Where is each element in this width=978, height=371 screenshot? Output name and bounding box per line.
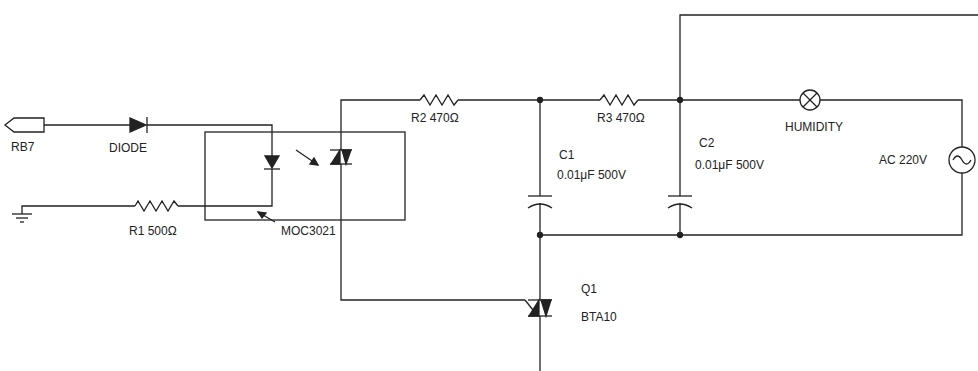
port-label: RB7: [10, 140, 35, 154]
wire: [341, 164, 525, 300]
ground-symbol: [16, 217, 28, 218]
part-label: R1 500Ω: [128, 224, 178, 238]
part-label: AC 220V: [878, 153, 928, 167]
leader-arrow: [258, 212, 275, 222]
capacitor-symbol: [668, 195, 692, 196]
ac-source-symbol: [949, 147, 975, 173]
triac-symbol: [331, 150, 340, 164]
resistor-symbol: [420, 95, 458, 105]
part-label: R3 470Ω: [596, 111, 646, 125]
lamp-symbol: [803, 93, 817, 107]
junction-dot: [678, 233, 683, 238]
part-label: BTA10: [580, 310, 618, 324]
led-symbol: [265, 156, 279, 168]
wire: [458, 99, 600, 100]
value-label: 0.01μF 500V: [694, 158, 765, 172]
wire: [44, 124, 130, 125]
wire: [540, 173, 962, 235]
light-arrow: [310, 158, 318, 165]
resistor-symbol: [600, 95, 638, 105]
wire: [680, 15, 978, 100]
wire: [638, 99, 800, 100]
part-label: R2 470Ω: [410, 111, 460, 125]
triac-symbol: [541, 300, 551, 316]
wire: [539, 235, 540, 300]
wire: [679, 203, 680, 235]
ground-symbol: [20, 221, 24, 222]
wire: [341, 100, 420, 150]
wire: [178, 169, 272, 206]
ground-symbol: [12, 213, 32, 214]
part-label: C2: [698, 136, 715, 150]
wire: [539, 203, 540, 235]
resistor-symbol: [135, 201, 178, 211]
triac-symbol: [529, 300, 539, 316]
value-label: 0.01μF 500V: [556, 168, 627, 182]
part-label: HUMIDITY: [784, 120, 844, 134]
gate-lead: [525, 300, 533, 310]
wire: [539, 316, 540, 371]
part-label: DIODE: [108, 141, 148, 155]
wire: [679, 100, 680, 196]
wire: [22, 206, 135, 214]
ac-source-symbol: [953, 156, 971, 164]
part-label: C1: [558, 148, 575, 162]
part-label: MOC3021: [280, 224, 337, 238]
wire: [539, 100, 540, 196]
light-arrow: [296, 150, 318, 165]
triac-symbol: [342, 150, 351, 164]
port-symbol: [5, 118, 44, 132]
wire: [147, 125, 272, 156]
lamp-symbol: [800, 90, 820, 110]
diode-symbol: [130, 118, 146, 132]
leader-arrow: [258, 212, 266, 218]
part-label: Q1: [580, 282, 598, 296]
optocoupler-box: [205, 132, 405, 220]
capacitor-symbol: [528, 195, 552, 196]
lamp-symbol: [803, 93, 817, 107]
